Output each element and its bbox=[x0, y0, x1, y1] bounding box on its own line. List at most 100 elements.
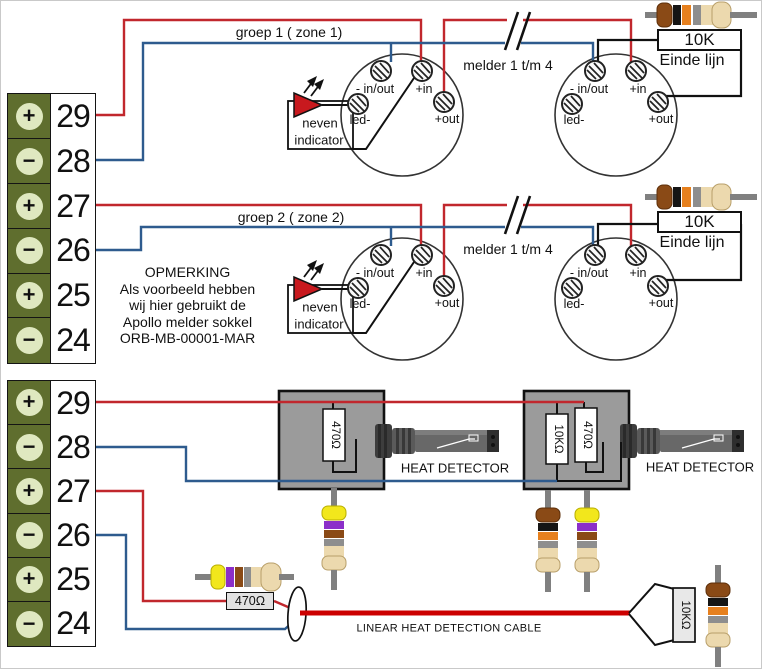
linear-cable-label: LINEAR HEAT DETECTION CABLE bbox=[356, 622, 542, 635]
plus-sign-icon: + bbox=[15, 192, 43, 220]
terminal-number: 28 bbox=[56, 142, 91, 179]
detector4-led-label: led- bbox=[563, 296, 585, 311]
zone2-cable-break-icon bbox=[503, 195, 532, 235]
terminal-number: 29 bbox=[56, 97, 91, 134]
zone1-group-label: groep 1 ( zone 1) bbox=[235, 24, 343, 40]
terminal-cell: − bbox=[7, 512, 51, 559]
terminal-cell: + bbox=[7, 380, 51, 426]
terminal-number: 29 bbox=[56, 384, 91, 421]
terminal-number: 26 bbox=[56, 232, 91, 269]
zone1-eol-resistor-icon bbox=[644, 1, 758, 29]
zone1-eol-value-box: 10K bbox=[657, 29, 742, 51]
terminal-number: 27 bbox=[56, 472, 91, 509]
terminal-number: 27 bbox=[56, 187, 91, 224]
detector3-plus-out-label: +out bbox=[434, 295, 460, 310]
resistor-470-below-detector2 bbox=[574, 489, 600, 593]
plus-sign-icon: + bbox=[15, 282, 43, 310]
terminal-number: 24 bbox=[56, 322, 91, 359]
terminal-cell: − bbox=[7, 601, 51, 647]
terminal-cell: + bbox=[7, 272, 51, 320]
detector1-led-label: led- bbox=[349, 112, 371, 127]
heat-detector-2-label: HEAT DETECTOR bbox=[645, 459, 755, 475]
heat-detector-internal-wiring bbox=[332, 401, 622, 482]
terminal-cell: − bbox=[7, 424, 51, 471]
detector2-in-out-label: - in/out bbox=[569, 81, 609, 96]
zone1-indicator-label-line2: indicator bbox=[294, 132, 344, 148]
minus-sign-icon: − bbox=[15, 327, 43, 355]
cable-eol-resistor-box bbox=[672, 587, 696, 643]
zone2-melder-label: melder 1 t/m 4 bbox=[463, 241, 553, 257]
terminal-number: 25 bbox=[56, 277, 91, 314]
detector4-plus-in-label: +in bbox=[629, 265, 647, 280]
resistor-10k-below-detector2 bbox=[535, 489, 561, 593]
resistor-470-inline-icon bbox=[194, 562, 295, 592]
detector1-plus-in-label: +in bbox=[415, 81, 433, 96]
terminal-cell: + bbox=[7, 182, 51, 230]
note-line: wij hier gebruikt de bbox=[129, 297, 246, 313]
zone1-melder-label: melder 1 t/m 4 bbox=[463, 57, 553, 73]
plus-sign-icon: + bbox=[15, 102, 43, 130]
minus-sign-icon: − bbox=[15, 610, 43, 638]
terminal-cell: + bbox=[7, 93, 51, 140]
detector3-led-label: led- bbox=[349, 296, 371, 311]
terminal-cell: + bbox=[7, 556, 51, 603]
plus-sign-icon: + bbox=[15, 477, 43, 505]
note-line: Apollo melder sokkel bbox=[122, 313, 253, 330]
resistor-470-below-detector1 bbox=[321, 487, 347, 591]
zone2-eol-wire bbox=[596, 222, 743, 282]
terminal-number: 24 bbox=[56, 605, 91, 642]
inline-resistor-value-box: 470Ω bbox=[226, 592, 274, 610]
terminal-number: 28 bbox=[56, 428, 91, 465]
zone1-indicator-label-line1: neven bbox=[302, 115, 338, 131]
terminal-block-bottom-signs: + − + − + − bbox=[7, 380, 51, 647]
zone2-eol-label: Einde lijn bbox=[659, 234, 725, 251]
terminal-cell: − bbox=[7, 227, 51, 275]
terminal-block-bottom-numbers: 29 28 27 26 25 24 bbox=[50, 380, 96, 647]
detector4-plus-out-label: +out bbox=[648, 295, 674, 310]
terminal-cell: − bbox=[7, 317, 51, 365]
note-line: Als voorbeeld hebben bbox=[119, 280, 256, 297]
zone2-eol-value-box: 10K bbox=[657, 211, 742, 233]
terminal-cell: − bbox=[7, 137, 51, 185]
zone2-positive-wire bbox=[96, 203, 633, 277]
heat-detector-1-probe bbox=[374, 423, 500, 459]
cable-eol-resistor-label: 10KΩ bbox=[678, 600, 691, 630]
zone2-indicator-label-line1: neven bbox=[302, 299, 338, 315]
neven-indicator-zone1 bbox=[287, 76, 415, 150]
heat-detector-2-resistor-left-label: 10KΩ bbox=[551, 424, 564, 454]
heat-detector-2-box bbox=[522, 389, 631, 491]
resistor-10k-cable-end-icon bbox=[705, 564, 731, 668]
neven-indicator-zone2 bbox=[287, 260, 415, 334]
note-line: ORB-MB-00001-MAR bbox=[119, 330, 256, 346]
heat-detector-1-label: HEAT DETECTOR bbox=[400, 460, 510, 476]
heat-detector-1-box bbox=[277, 389, 386, 491]
terminal-number: 25 bbox=[56, 561, 91, 598]
heat-detector-1-resistor-label: 470Ω bbox=[328, 421, 341, 449]
terminal-block-top-signs: + − + − + − bbox=[7, 93, 51, 365]
zone2-negative-wire bbox=[96, 225, 595, 252]
zone1-eol-label: Einde lijn bbox=[659, 52, 725, 69]
heat-detector-2-probe bbox=[619, 423, 745, 459]
detector-base-circles bbox=[340, 53, 678, 361]
minus-sign-icon: − bbox=[15, 237, 43, 265]
zone2-group-label: groep 2 ( zone 2) bbox=[237, 209, 345, 225]
detector2-led-label: led- bbox=[563, 112, 585, 127]
detector1-plus-out-label: +out bbox=[434, 111, 460, 126]
note-title: OPMERKING bbox=[144, 264, 231, 280]
zone1-negative-wire bbox=[96, 41, 595, 162]
zone1-cable-break-icon bbox=[503, 11, 532, 51]
zone1-positive-wire bbox=[96, 18, 633, 117]
detector4-in-out-label: - in/out bbox=[569, 265, 609, 280]
heat-detector-2-resistor-right-label: 470Ω bbox=[580, 421, 593, 449]
zone2-eol-resistor-icon bbox=[644, 183, 758, 211]
detector3-in-out-label: - in/out bbox=[355, 265, 395, 280]
detector3-plus-in-label: +in bbox=[415, 265, 433, 280]
minus-sign-icon: − bbox=[15, 522, 43, 550]
plus-sign-icon: + bbox=[15, 566, 43, 594]
terminal-number: 26 bbox=[56, 517, 91, 554]
detector1-in-out-label: - in/out bbox=[355, 81, 395, 96]
minus-sign-icon: − bbox=[15, 147, 43, 175]
zone1-eol-wire bbox=[596, 38, 743, 98]
